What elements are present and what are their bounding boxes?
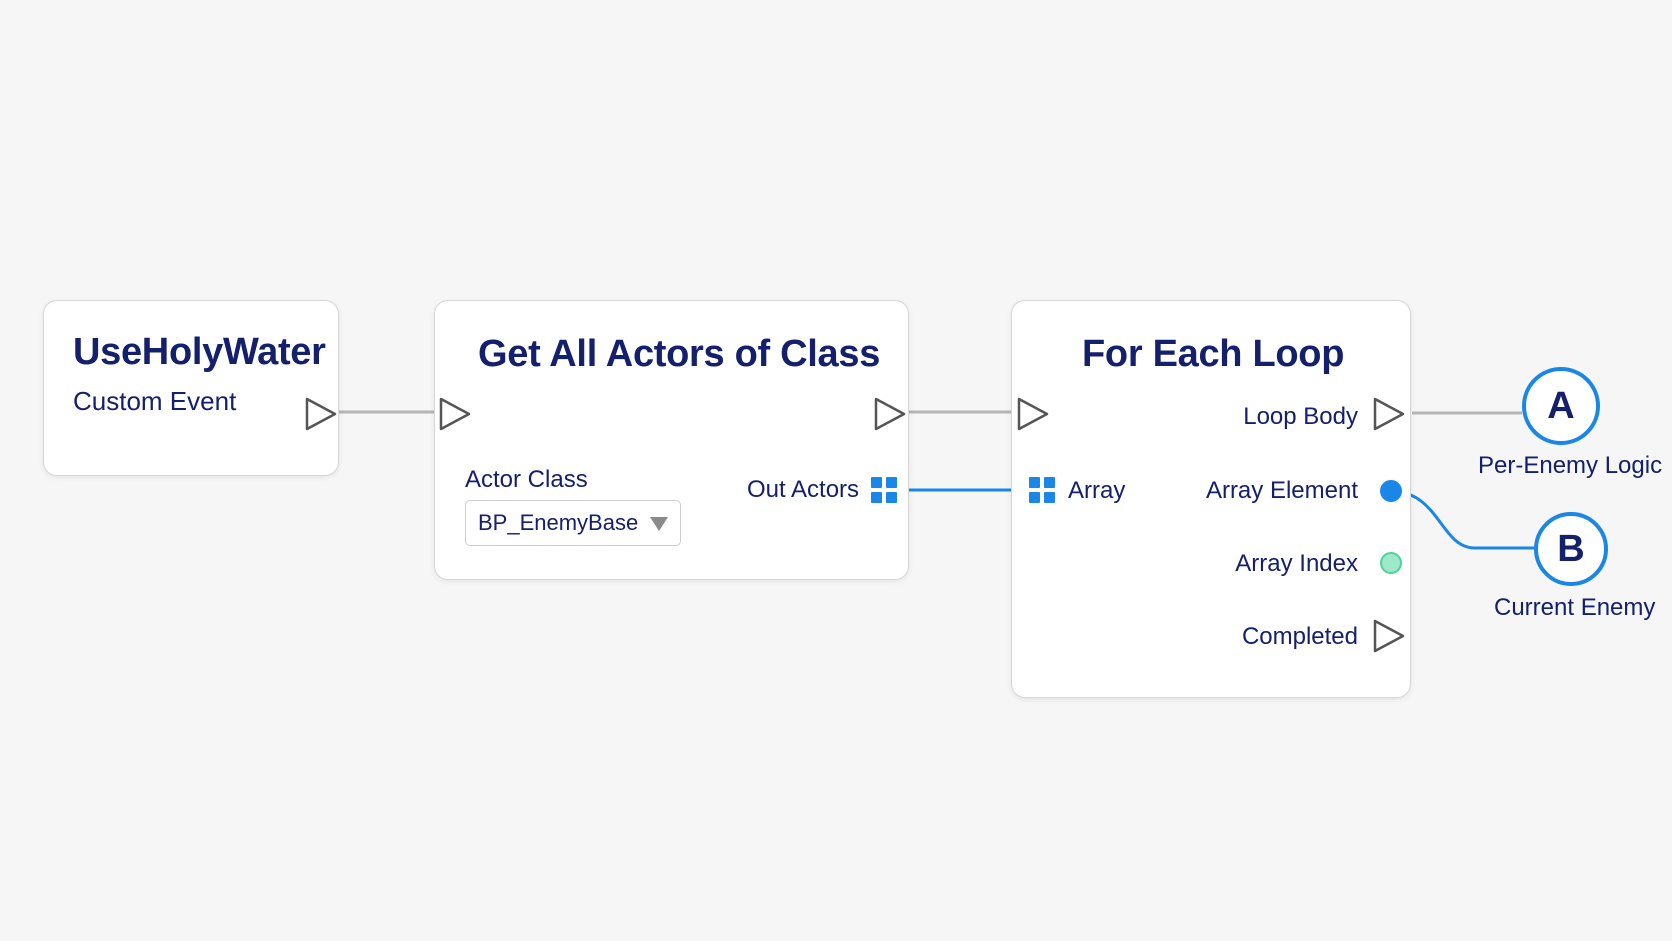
- loop-body-label: Loop Body: [1243, 403, 1358, 430]
- completed-label: Completed: [1241, 623, 1358, 650]
- custom-event-node[interactable]: UseHolyWater Custom Event: [43, 300, 339, 476]
- array-index-pin[interactable]: [1380, 552, 1402, 574]
- exec-arrow-icon: [1017, 397, 1049, 431]
- exec-in-pin[interactable]: [438, 396, 472, 432]
- connector-a[interactable]: A: [1522, 367, 1600, 445]
- connector-b-letter: B: [1557, 527, 1585, 570]
- array-element-label: Array Element: [1205, 477, 1358, 504]
- data-wire-element-to-b[interactable]: [1389, 489, 1534, 550]
- connector-a-label: Per-Enemy Logic: [1478, 452, 1663, 479]
- node-title: For Each Loop: [1082, 333, 1345, 375]
- exec-arrow-icon: [305, 397, 337, 431]
- array-in-pin[interactable]: [1029, 477, 1055, 503]
- node-title: Get All Actors of Class: [478, 333, 881, 375]
- node-title: UseHolyWater: [73, 331, 326, 373]
- exec-arrow-icon: [1373, 619, 1405, 653]
- completed-exec-pin[interactable]: [1372, 618, 1406, 654]
- array-index-label: Array Index: [1235, 550, 1358, 577]
- array-element-pin[interactable]: [1380, 480, 1402, 502]
- array-label: Array: [1068, 477, 1126, 504]
- chevron-down-icon: [650, 517, 668, 531]
- exec-arrow-icon: [1373, 397, 1405, 431]
- actor-class-label: Actor Class: [465, 466, 588, 493]
- for-each-loop-node[interactable]: For Each Loop Array Loop Body Array Elem…: [1011, 300, 1411, 698]
- connector-b-label: Current Enemy: [1494, 594, 1656, 621]
- actor-class-value: BP_EnemyBase: [478, 510, 639, 535]
- connector-a-letter: A: [1547, 384, 1575, 427]
- exec-in-pin[interactable]: [1016, 396, 1050, 432]
- node-subtitle: Custom Event: [73, 386, 237, 416]
- loop-body-exec-pin[interactable]: [1372, 396, 1406, 432]
- exec-out-pin[interactable]: [873, 396, 907, 432]
- out-actors-label: Out Actors: [747, 476, 860, 503]
- out-actors-array-pin[interactable]: [871, 477, 897, 503]
- exec-out-pin[interactable]: [304, 396, 338, 432]
- actor-class-dropdown[interactable]: BP_EnemyBase: [465, 500, 681, 546]
- exec-arrow-icon: [439, 397, 471, 431]
- get-all-actors-node[interactable]: Get All Actors of Class Actor Class BP_E…: [434, 300, 909, 580]
- exec-arrow-icon: [874, 397, 906, 431]
- connector-b[interactable]: B: [1534, 512, 1608, 586]
